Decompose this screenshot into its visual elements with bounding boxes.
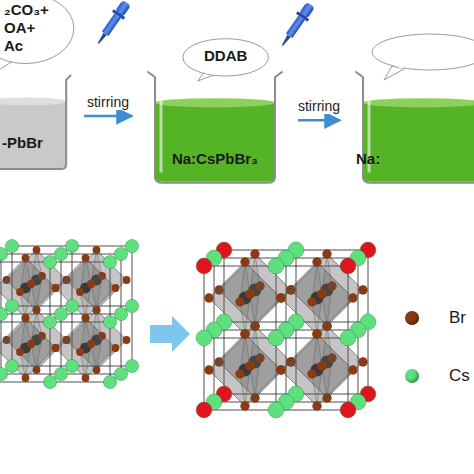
- reagent-label: Ac: [4, 37, 49, 55]
- speech-bubble: ₂CO₃+OA+Ac: [0, 0, 75, 73]
- solution-label: Na:: [356, 150, 380, 168]
- process-arrow: [298, 119, 340, 122]
- legend-swatch: [405, 311, 419, 325]
- dropper-icon: [93, 0, 133, 48]
- solution-label: -PbBr: [2, 134, 43, 152]
- reagent-label: ₂CO₃+: [4, 1, 49, 19]
- speech-bubble: DDAB: [182, 38, 269, 81]
- beaker: -PbBr: [0, 72, 76, 170]
- crystal-structure: [0, 239, 139, 388]
- edge-label: stirring: [296, 98, 342, 114]
- transform-arrow: [150, 316, 190, 352]
- legend-label: Cs: [449, 366, 470, 386]
- beaker: Na:CsPbBr₃: [140, 68, 290, 184]
- dropper-icon: [277, 1, 317, 50]
- edge-label: stirring: [85, 94, 131, 110]
- solution-label: Na:CsPbBr₃: [172, 150, 258, 168]
- legend-item: Br: [405, 308, 466, 328]
- legend-label: Br: [449, 308, 466, 328]
- reagent-label: DDAB: [204, 47, 247, 65]
- legend-item: Cs: [405, 366, 470, 386]
- speech-bubble: [372, 34, 474, 80]
- reagent-label: OA+: [4, 19, 49, 37]
- beaker: [0, 72, 76, 170]
- legend-swatch: [405, 369, 419, 383]
- crystal-structure: [196, 242, 376, 418]
- beaker: Na:: [348, 68, 474, 184]
- process-arrow: [84, 115, 132, 118]
